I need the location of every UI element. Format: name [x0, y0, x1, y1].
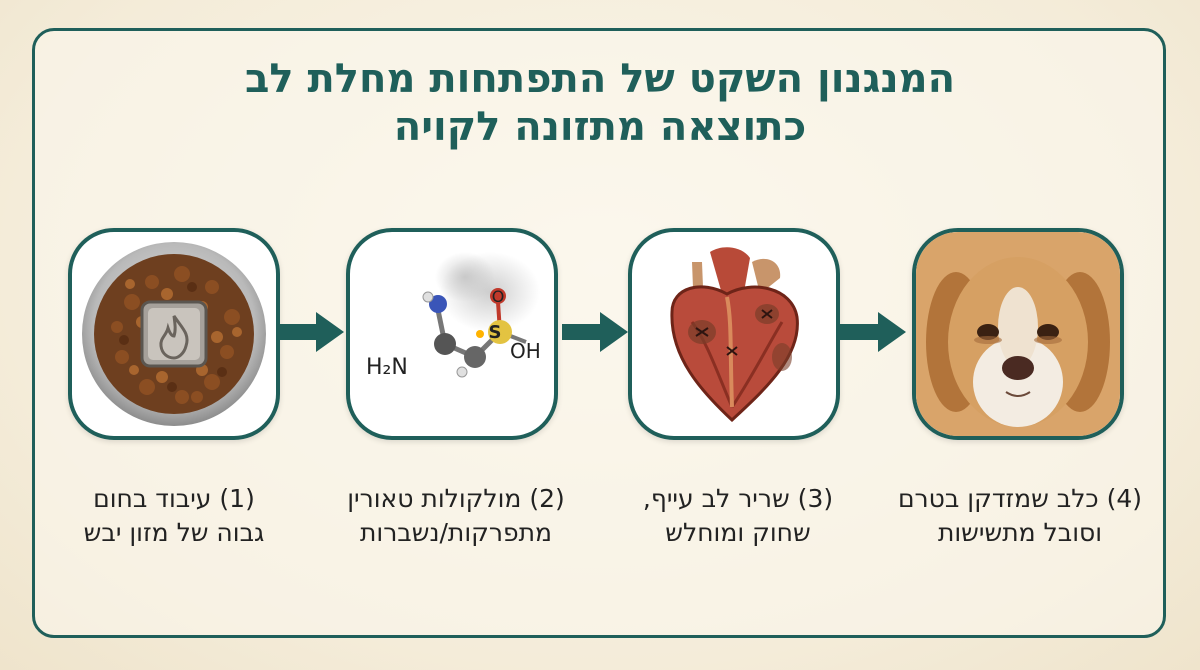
- molecule-amine-label: H₂N: [366, 355, 408, 380]
- step-4-caption: (4) כלב שמזדקן בטרם וסובל מתשישות: [890, 482, 1150, 550]
- step-2-taurine: S O H₂N OH: [346, 228, 558, 440]
- arrow-step-3-to-4: [838, 310, 908, 354]
- diagram-title: המנגנון השקט של התפתחות מחלת לב כתוצאה מ…: [0, 55, 1200, 151]
- dog-food-bowl-fire-icon: [68, 228, 280, 440]
- step-2-caption-line-1: (2) מולקולות טאורין: [347, 484, 565, 513]
- damaged-heart-icon: [628, 228, 840, 440]
- step-1-dry-food: [68, 228, 280, 440]
- step-2-caption-line-2: מתפרקות/נשברות: [359, 518, 553, 547]
- molecule-oxygen-label: O: [492, 287, 505, 306]
- title-line-2: כתוצאה מתזונה לקויה: [393, 104, 807, 150]
- step-3-damaged-heart: [628, 228, 840, 440]
- step-4-caption-line-2: וסובל מתשישות: [937, 518, 1103, 547]
- step-3-caption-line-2: שחוק ומוחלש: [665, 518, 811, 547]
- step-4-caption-line-1: (4) כלב שמזדקן בטרם: [897, 484, 1143, 513]
- arrow-step-2-to-3: [560, 310, 630, 354]
- tired-dog-icon: [912, 228, 1124, 440]
- arrow-step-1-to-2: [276, 310, 346, 354]
- step-3-caption: (3) שריר לב עייף, שחוק ומוחלש: [608, 482, 868, 550]
- step-2-caption: (2) מולקולות טאורין מתפרקות/נשברות: [326, 482, 586, 550]
- step-3-caption-line-1: (3) שריר לב עייף,: [642, 484, 834, 513]
- molecule-sulfur-label: S: [489, 322, 502, 343]
- taurine-molecule-icon: S O H₂N OH: [346, 228, 558, 440]
- step-4-tired-dog: [912, 228, 1124, 440]
- molecule-hydroxyl-label: OH: [510, 339, 541, 363]
- step-1-caption: (1) עיבוד בחום גבוה של מזון יבש: [44, 482, 304, 550]
- step-1-caption-line-2: גבוה של מזון יבש: [83, 518, 265, 547]
- title-line-1: המנגנון השקט של התפתחות מחלת לב: [244, 56, 956, 102]
- step-1-caption-line-1: (1) עיבוד בחום: [93, 484, 255, 513]
